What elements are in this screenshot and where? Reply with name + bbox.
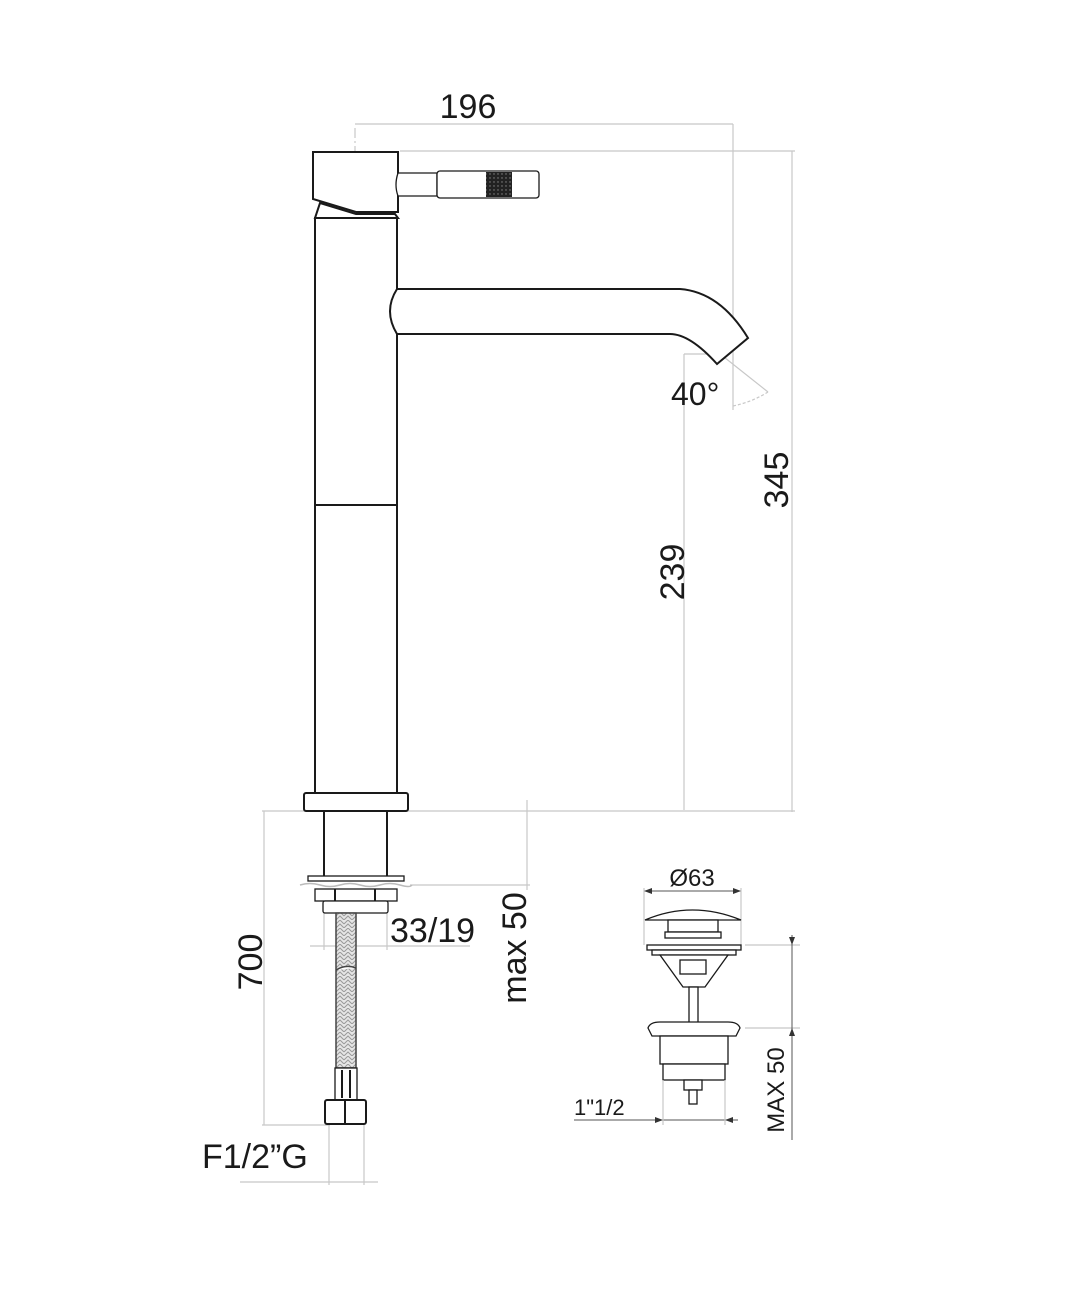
handle-collar [313, 201, 400, 219]
hose [335, 912, 357, 1069]
shank [323, 810, 388, 878]
label-spout-angle: 40° [671, 376, 719, 412]
nut-lower [322, 900, 389, 914]
label-overall-width: 196 [440, 88, 497, 126]
lever-knurl [486, 172, 512, 197]
label-hose-connection: F1/2”G [202, 1138, 308, 1176]
washer [307, 875, 405, 882]
label-waste-thread: 1"1/2 [574, 1095, 625, 1120]
hose-ferrule [334, 1067, 358, 1101]
waste-cap [644, 909, 742, 921]
faucet [299, 151, 750, 1125]
label-deck-thickness: max 50 [496, 892, 534, 1004]
spout [389, 288, 750, 366]
label-hose-length: 700 [232, 934, 270, 991]
body-upper [314, 217, 398, 506]
label-waste-max: MAX 50 [763, 1047, 790, 1132]
nut [314, 888, 398, 902]
lever-stem [395, 172, 438, 197]
handle-block [312, 151, 399, 213]
label-spout-height: 239 [654, 544, 692, 601]
body-lower [314, 504, 398, 794]
waste-stem [688, 986, 699, 1026]
label-shank: 33/19 [390, 912, 475, 950]
label-waste-diameter: Ø63 [669, 865, 714, 892]
waste-flange [647, 1021, 741, 1037]
waste-drain [574, 888, 800, 1140]
label-overall-height: 345 [758, 452, 796, 509]
base-ring [303, 792, 409, 812]
